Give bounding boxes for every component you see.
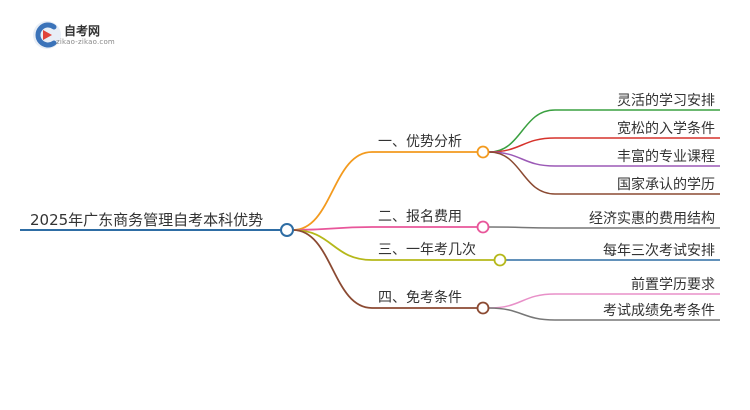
child-label: 每年三次考试安排 — [603, 243, 715, 259]
child-label: 丰富的专业课程 — [617, 148, 715, 165]
branch-label: 三、一年考几次 — [378, 242, 476, 258]
branch-label: 一、优势分析 — [378, 134, 462, 150]
child-label: 国家承认的学历 — [617, 176, 715, 193]
branch-link — [292, 226, 373, 231]
root-node — [280, 223, 294, 237]
child-label: 灵活的学习安排 — [617, 93, 715, 109]
branch-label: 四、免考条件 — [378, 289, 462, 306]
branch-link — [292, 229, 373, 261]
logo-brand: 自考网 — [64, 24, 101, 38]
branch-link — [292, 229, 373, 309]
child-link — [488, 226, 556, 229]
child-label: 考试成绩免考条件 — [603, 302, 715, 319]
child-link — [488, 151, 556, 195]
branch-node — [476, 220, 490, 234]
logo-icon — [33, 21, 61, 49]
child-label: 前置学历要求 — [631, 276, 715, 293]
child-label: 宽松的入学条件 — [617, 120, 715, 137]
child-label: 经济实惠的费用结构 — [589, 211, 715, 227]
branch-node — [476, 145, 490, 159]
branch-node — [493, 253, 507, 267]
child-link — [488, 293, 556, 309]
child-link — [488, 109, 556, 153]
logo — [30, 18, 150, 52]
branch-node — [476, 301, 490, 315]
child-link — [488, 307, 556, 321]
branch-label: 二、报名费用 — [378, 209, 462, 225]
branch-link — [292, 151, 373, 231]
root-label: 2025年广东商务管理自考本科优势 — [30, 211, 263, 229]
logo-site: zikao-zikao.com — [56, 38, 115, 46]
